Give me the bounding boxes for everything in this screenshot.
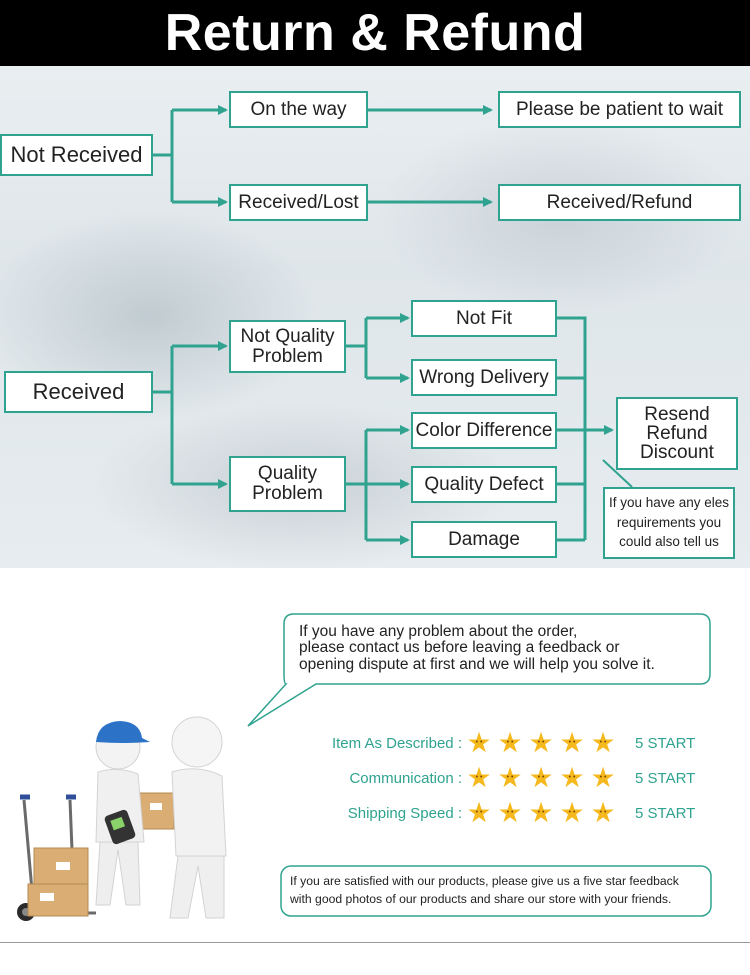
star-icon: ★• •: [528, 762, 554, 793]
star-icon: ★• •: [559, 762, 585, 793]
star-icon: ★• •: [590, 797, 616, 828]
star-icon: ★• •: [559, 727, 585, 758]
not-quality-problem-label: Not Quality Problem: [240, 325, 335, 367]
star-icon: ★• •: [497, 797, 523, 828]
refund-label: Refund: [646, 423, 708, 444]
requirements-note: If you have any eles requirements you co…: [603, 487, 735, 559]
not-received-box: Not Received: [0, 134, 153, 176]
star-icon: ★• •: [559, 797, 585, 828]
rating-value: 5 START: [635, 769, 696, 787]
not-quality-problem-box: Not Quality Problem: [229, 320, 346, 373]
color-difference-box: Color Difference: [411, 412, 557, 449]
feedback-request: If you are satisfied with our products, …: [290, 873, 710, 908]
connector-not-quality-split: [346, 318, 368, 378]
quality-problem-label: Quality Problem: [252, 463, 323, 504]
star-icon: ★• •: [590, 727, 616, 758]
star-icon: ★• •: [528, 797, 554, 828]
star-rating: ★• • ★• • ★• • ★• • ★• •: [466, 797, 621, 828]
page-title: Return & Refund: [164, 4, 586, 62]
wait-result-box: Please be patient to wait: [498, 91, 741, 128]
delivery-man-illustration: [17, 716, 227, 921]
courier-figure: [95, 721, 150, 906]
star-icon: ★• •: [497, 762, 523, 793]
contact-message-line: If you have any problem about the order,: [299, 623, 578, 640]
color-difference-label: Color Difference: [415, 419, 553, 441]
contact-message-line: opening dispute at first and we will hel…: [299, 655, 655, 673]
star-icon: ★• •: [497, 727, 523, 758]
resend-label: Resend: [644, 404, 710, 425]
rating-row-shipping-speed: Shipping Speed : ★• • ★• • ★• • ★• • ★• …: [296, 797, 696, 828]
speech-bubble: [247, 613, 711, 727]
refund-result-box: Received/Refund: [498, 184, 741, 221]
star-icon: ★• •: [466, 727, 492, 758]
wrong-delivery-label: Wrong Delivery: [419, 366, 549, 388]
note-pointer: [602, 459, 633, 488]
rating-label: Item As Described :: [331, 734, 462, 752]
not-fit-label: Not Fit: [456, 307, 512, 329]
received-lost-label: Received/Lost: [238, 191, 359, 213]
not-fit-box: Not Fit: [411, 300, 557, 337]
rating-row-item-described: Item As Described : ★• • ★• • ★• • ★• • …: [296, 729, 695, 757]
received-box: Received: [4, 371, 153, 413]
connector-not-received-split: [153, 110, 174, 202]
not-received-label: Not Received: [10, 142, 143, 168]
contact-message: If you have any problem about the order,…: [299, 623, 719, 673]
rating-value: 5 START: [635, 804, 696, 822]
quality-defect-box: Quality Defect: [411, 466, 557, 503]
bottom-divider: [0, 942, 750, 943]
star-icon: ★• •: [466, 762, 492, 793]
note-line: If you have any eles: [608, 495, 730, 510]
on-the-way-label: On the way: [250, 98, 347, 120]
feedback-request-line: If you are satisfied with our products, …: [290, 874, 679, 888]
connector-received-split: [153, 346, 174, 484]
footer-box: [280, 865, 712, 917]
feedback-request-line: with good photos of our products and sha…: [290, 891, 672, 906]
connector-merge: [557, 316, 587, 542]
received-label: Received: [32, 379, 125, 405]
contact-message-line: please contact us before leaving a feedb…: [299, 639, 620, 657]
quality-defect-label: Quality Defect: [424, 473, 544, 495]
star-icon: ★• •: [590, 762, 616, 793]
damage-box: Damage: [411, 521, 557, 558]
star-rating: ★• • ★• • ★• • ★• • ★• •: [466, 727, 621, 758]
quality-problem-box: Quality Problem: [229, 456, 346, 512]
rating-value: 5 START: [635, 734, 696, 752]
on-the-way-box: On the way: [229, 91, 368, 128]
star-rating: ★• • ★• • ★• • ★• • ★• •: [466, 762, 621, 793]
resolution-box: Resend Refund Discount: [616, 397, 738, 470]
wrong-delivery-box: Wrong Delivery: [411, 359, 557, 396]
rating-label: Shipping Speed :: [347, 804, 462, 822]
refund-result-label: Received/Refund: [546, 191, 693, 213]
page-header: Return & Refund: [0, 0, 750, 66]
damage-label: Damage: [448, 528, 520, 550]
received-lost-box: Received/Lost: [229, 184, 368, 221]
customer-figure: [169, 716, 227, 919]
discount-label: Discount: [640, 442, 714, 463]
rating-label: Communication :: [349, 769, 462, 787]
star-icon: ★• •: [466, 797, 492, 828]
wait-result-label: Please be patient to wait: [515, 98, 724, 120]
note-line: requirements you: [616, 514, 722, 530]
star-icon: ★• •: [528, 727, 554, 758]
note-line: could also tell us: [619, 534, 719, 550]
rating-row-communication: Communication : ★• • ★• • ★• • ★• • ★• •…: [296, 764, 695, 792]
